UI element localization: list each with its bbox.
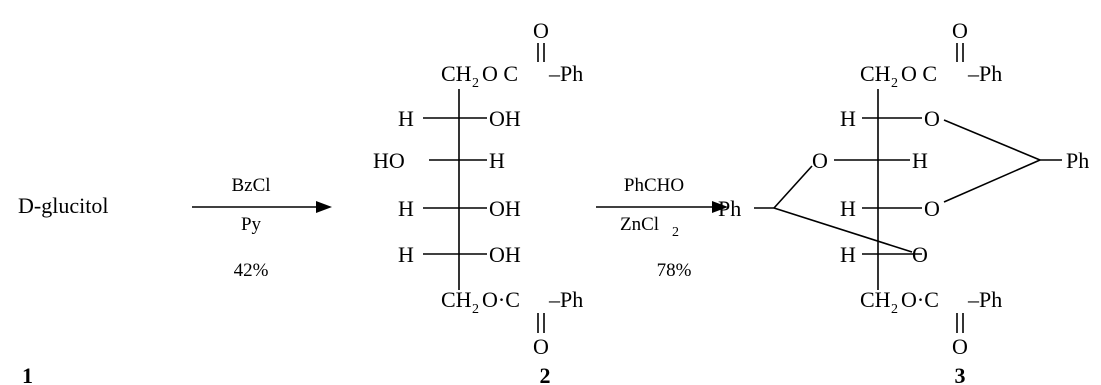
compound3-top-ch: CH (860, 61, 891, 86)
compound2-top-ch: CH (441, 61, 472, 86)
compound3-top-carbonyl-o: O (952, 18, 968, 43)
compound2-row4-right: OH (489, 242, 521, 267)
compound2-top-sub: 2 (472, 76, 479, 91)
compound-3-number: 3 (955, 363, 966, 385)
compound-2-structure: O CH 2 O C –Ph H OH HO H H OH H OH CH 2 … (373, 18, 583, 359)
compound3-row2-right: H (912, 148, 928, 173)
compound3-row1-right: O (924, 106, 940, 131)
compound3-top-sub: 2 (891, 76, 898, 91)
compound3-row4-right: O (912, 242, 928, 267)
compound2-row2-left: HO (373, 148, 405, 173)
compound3-bottom-ph: –Ph (967, 287, 1002, 312)
compound3-bottom-ch: CH (860, 287, 891, 312)
compound3-row2-left: O (812, 148, 828, 173)
compound2-row1-left: H (398, 106, 414, 131)
reaction-arrow-1 (192, 201, 332, 213)
compound2-top-ester: O C (482, 61, 518, 86)
compound2-row3-right: OH (489, 196, 521, 221)
step1-yield: 42% (234, 260, 269, 281)
compound3-row4-left: H (840, 242, 856, 267)
compound2-bottom-ch: CH (441, 287, 472, 312)
compound2-bottom-carbonyl-o: O (533, 334, 549, 359)
compound3-top-ester: O C (901, 61, 937, 86)
compound-1-number: 1 (22, 363, 33, 385)
step2-yield: 78% (657, 260, 692, 281)
compound3-top-ph: –Ph (967, 61, 1002, 86)
compound3-acetal-left-ph: Ph (718, 196, 741, 221)
reaction-arrow-2 (596, 201, 728, 213)
compound-3-structure: O CH 2 O C –Ph Ph Ph H O O H H O H O CH (718, 18, 1089, 359)
step2-condition-sub: 2 (672, 225, 679, 240)
step2-condition: ZnCl (620, 214, 659, 235)
compound3-acetal-right-ph: Ph (1066, 148, 1089, 173)
compound2-bottom-sub: 2 (472, 302, 479, 317)
compound3-bottom-carbonyl-o: O (952, 334, 968, 359)
step1-condition: Py (241, 214, 262, 235)
compound2-top-carbonyl-o: O (533, 18, 549, 43)
compound3-bottom-ester: O·C (901, 287, 939, 312)
starting-material-name: D-glucitol (18, 193, 108, 218)
compound2-bottom-ester: O·C (482, 287, 520, 312)
step1-reagent: BzCl (231, 175, 270, 196)
compound3-row3-right: O (924, 196, 940, 221)
compound2-row1-right: OH (489, 106, 521, 131)
compound3-bottom-sub: 2 (891, 302, 898, 317)
step2-reagent: PhCHO (624, 175, 684, 196)
compound2-top-ph: –Ph (548, 61, 583, 86)
compound3-row3-left: H (840, 196, 856, 221)
compound2-row3-left: H (398, 196, 414, 221)
compound2-row2-right: H (489, 148, 505, 173)
compound2-row4-left: H (398, 242, 414, 267)
compound2-bottom-ph: –Ph (548, 287, 583, 312)
compound3-row1-left: H (840, 106, 856, 131)
compound-2-number: 2 (540, 363, 551, 385)
